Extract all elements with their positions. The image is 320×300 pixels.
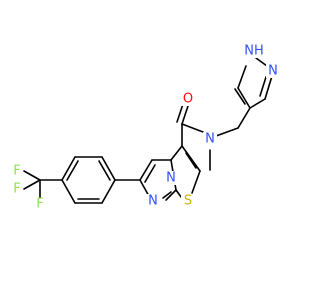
bond-c-n xyxy=(181,123,204,133)
svg-text:N: N xyxy=(148,194,158,209)
bond-im1b xyxy=(144,164,156,183)
svg-text:F: F xyxy=(36,197,43,212)
svg-text:F: F xyxy=(13,182,20,197)
bond-ph4 xyxy=(101,179,116,204)
bond-pz1 xyxy=(237,87,251,109)
bond-ph1 xyxy=(61,156,76,181)
bond-pz5 xyxy=(249,98,266,109)
atom-pyrazole-nh: NH xyxy=(242,44,266,59)
svg-text:S: S xyxy=(184,194,192,209)
bond-im4 xyxy=(165,189,177,201)
bond-im4b xyxy=(162,191,172,199)
bond-im1 xyxy=(139,159,153,181)
bond-ph3 xyxy=(101,156,116,181)
bond-cf1 xyxy=(23,170,41,181)
atom-fluorine-2: F xyxy=(11,182,23,197)
molecule-structure: O N N N S NH N F xyxy=(11,43,280,212)
svg-text:NH: NH xyxy=(244,44,264,59)
bond-th3 xyxy=(191,170,201,194)
bond-co xyxy=(181,105,189,125)
bond-pz4b xyxy=(259,76,267,97)
bond-pz4 xyxy=(264,75,273,100)
atom-fluorine-3: F xyxy=(34,197,46,212)
atom-pyrazole-nitrogen: N xyxy=(266,64,280,79)
svg-text:F: F xyxy=(13,164,20,179)
atom-amide-nitrogen: N xyxy=(203,132,217,147)
bond-th2b xyxy=(185,152,197,169)
bond-ph6 xyxy=(61,179,76,204)
bond-layer xyxy=(23,57,273,204)
svg-text:N: N xyxy=(166,171,176,186)
bond-n-ch2 xyxy=(215,127,239,137)
svg-text:O: O xyxy=(183,92,193,107)
bond-ch2-ch2 xyxy=(237,107,251,129)
bond-co2 xyxy=(176,103,184,123)
atom-layer: O N N N S NH N F xyxy=(11,44,280,212)
bond-th2 xyxy=(181,145,201,172)
svg-text:N: N xyxy=(268,64,278,79)
bond-pz3 xyxy=(255,57,268,67)
bond-ph3b xyxy=(98,160,111,181)
atom-fluorine-1: F xyxy=(11,164,23,179)
atom-oxygen: O xyxy=(181,92,195,107)
bond-ph1b xyxy=(66,160,79,181)
atom-sulfur: S xyxy=(181,194,195,209)
bond-pz1b xyxy=(234,88,246,105)
atom-bridge-nitrogen: N xyxy=(164,171,178,186)
bond-cf2 xyxy=(23,179,41,190)
svg-text:N: N xyxy=(205,132,215,147)
bond-th1 xyxy=(170,145,183,161)
atom-imidazole-nitrogen: N xyxy=(146,194,160,209)
bond-pz2 xyxy=(237,65,247,89)
